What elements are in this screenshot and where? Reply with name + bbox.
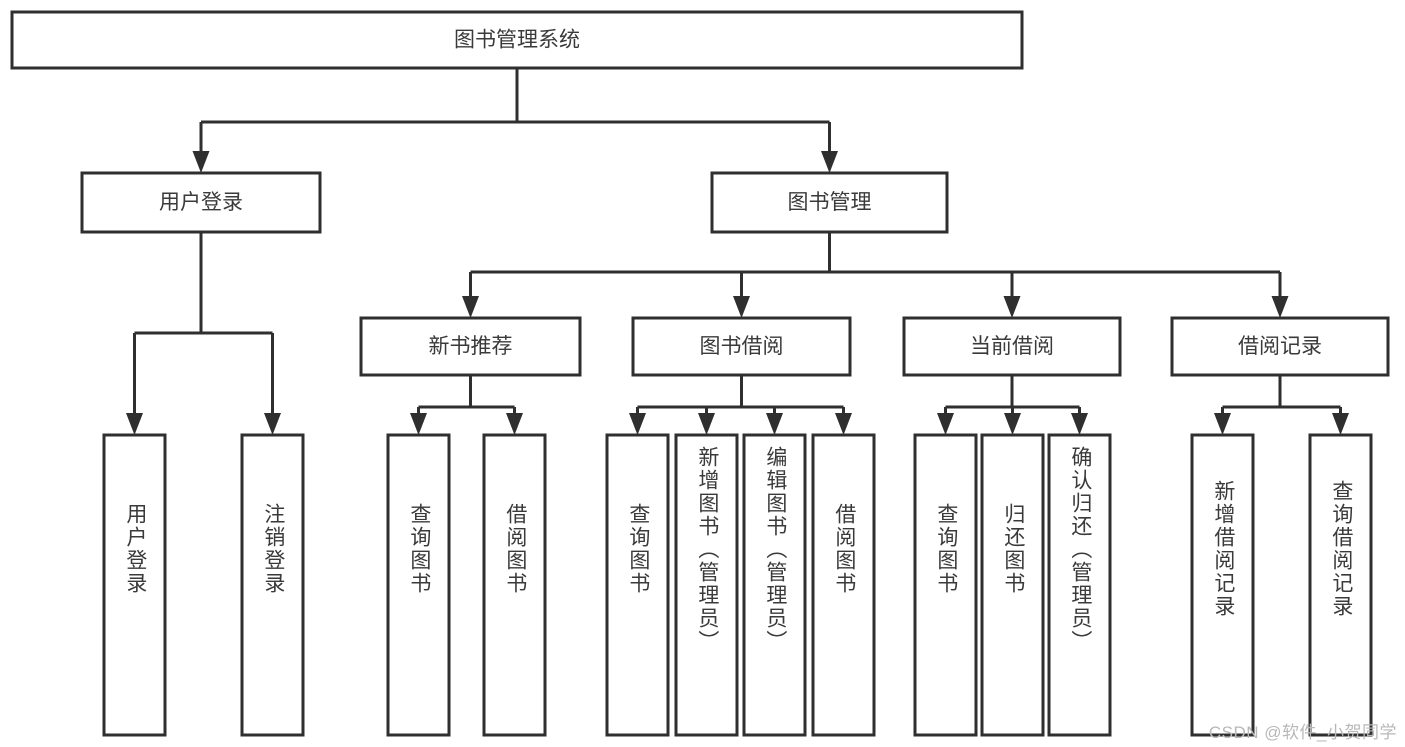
node-box-new-book-rec[interactable] [359, 316, 582, 377]
arrow-head-leaf-borrow-book-2 [835, 413, 852, 435]
node-box-leaf-return-book[interactable] [980, 433, 1045, 737]
node-box-root[interactable] [10, 10, 1024, 70]
arrow-head-leaf-add-record [1214, 413, 1231, 435]
arrow-head-book-manage [821, 151, 838, 173]
node-box-current-borrow[interactable] [902, 316, 1122, 377]
watermark-text: CSDN @软件_小贺同学 [1208, 723, 1397, 742]
edges-layer [126, 68, 1349, 435]
node-label-book-borrow: 图书借阅 [700, 335, 784, 358]
node-box-leaf-borrow-book-2[interactable] [811, 433, 876, 737]
node-box-leaf-query-record[interactable] [1308, 433, 1373, 737]
node-box-leaf-user-logout[interactable] [240, 433, 305, 737]
node-box-book-manage[interactable] [710, 171, 949, 234]
node-box-book-borrow[interactable] [631, 316, 852, 377]
node-box-leaf-user-login[interactable] [102, 433, 167, 737]
node-box-leaf-confirm-return[interactable] [1047, 433, 1112, 737]
arrow-head-leaf-query-book-2 [629, 413, 646, 435]
node-label-new-book-rec: 新书推荐 [429, 335, 513, 358]
arrow-head-leaf-return-book [1004, 413, 1021, 435]
arrow-head-leaf-add-book [698, 413, 715, 435]
arrow-head-current-borrow [1003, 296, 1021, 318]
node-box-leaf-query-book-1[interactable] [386, 433, 451, 737]
node-box-leaf-query-book-2[interactable] [605, 433, 670, 737]
node-box-leaf-borrow-book-1[interactable] [482, 433, 547, 737]
arrow-head-leaf-borrow-book-1 [506, 413, 523, 435]
arrow-head-leaf-confirm-return [1071, 413, 1088, 435]
node-box-leaf-add-record[interactable] [1190, 433, 1255, 737]
arrow-head-borrow-record [1271, 296, 1289, 318]
node-label-borrow-record: 借阅记录 [1238, 335, 1322, 358]
arrow-head-new-book-rec [462, 296, 479, 318]
arrow-head-leaf-user-login [126, 413, 143, 435]
arrow-head-leaf-edit-book [766, 413, 783, 435]
arrow-head-leaf-query-book-1 [410, 413, 427, 435]
node-label-current-borrow: 当前借阅 [970, 335, 1054, 358]
arrow-head-user-login [192, 151, 210, 173]
arrow-head-leaf-query-book-3 [937, 413, 954, 435]
node-label-user-login: 用户登录 [159, 191, 243, 214]
node-box-borrow-record[interactable] [1170, 316, 1390, 377]
arrow-head-leaf-user-logout [264, 413, 281, 435]
node-box-leaf-add-book[interactable] [674, 433, 739, 737]
arrow-head-leaf-query-record [1332, 413, 1349, 435]
arrow-head-book-borrow [733, 296, 750, 318]
node-box-user-login[interactable] [80, 171, 322, 234]
node-label-book-manage: 图书管理 [788, 191, 872, 214]
node-box-leaf-edit-book[interactable] [742, 433, 807, 737]
node-box-leaf-query-book-3[interactable] [913, 433, 978, 737]
node-label-root: 图书管理系统 [454, 29, 580, 52]
